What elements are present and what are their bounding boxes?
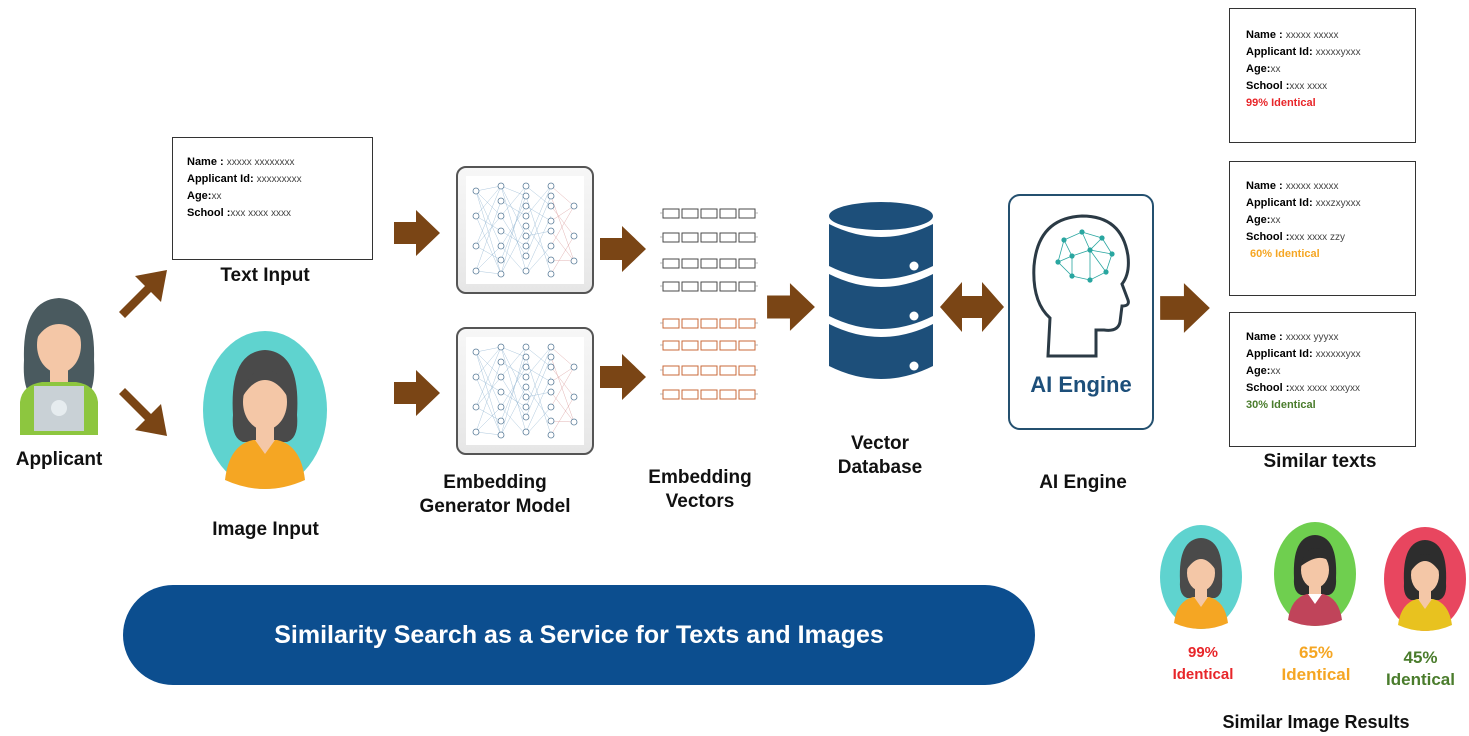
id-value: xxxxxyxxx <box>1315 47 1361 58</box>
arrow-ai-to-results <box>1160 283 1210 333</box>
text-input-school-value: xxx xxxx xxxx <box>230 208 291 219</box>
name-value: xxxxx xxxxx <box>1285 181 1339 192</box>
text-input-school-key: School : <box>187 207 231 219</box>
similar-texts-label: Similar texts <box>1263 451 1377 472</box>
result-avatar-1 <box>1160 525 1242 629</box>
key-label: School : <box>1246 231 1290 243</box>
neural-network-icon <box>466 337 584 445</box>
vector-database-label-line2: Database <box>837 457 923 478</box>
result-score-2-word: Identical <box>1281 665 1351 684</box>
similarity-score: 30% Identical <box>1246 399 1316 411</box>
arrow-model-to-vectors-top <box>600 226 646 272</box>
result-score-1-word: Identical <box>1172 666 1234 683</box>
similar-text-card-3: Name : xxxxx yyyxx Applicant Id: xxxxxxy… <box>1229 312 1416 447</box>
vector-database-label: Vector Database <box>820 432 940 480</box>
service-banner: Similarity Search as a Service for Texts… <box>123 585 1035 685</box>
name-value: xxxxx xxxxx <box>1285 30 1339 41</box>
id-value: xxxxxxyxx <box>1315 349 1361 360</box>
key-label: School : <box>1246 80 1290 92</box>
name-value: xxxxx yyyxx <box>1285 332 1339 343</box>
applicant-label: Applicant <box>15 449 103 470</box>
key-label: Name : <box>1246 29 1286 41</box>
image-input-avatar <box>203 331 327 489</box>
database-icon <box>829 202 933 379</box>
age-value: xx <box>1270 366 1281 377</box>
id-value: xxxzxyxxx <box>1315 198 1361 209</box>
key-label: Age: <box>1246 214 1271 226</box>
embedding-vectors-label-line1: Embedding <box>648 467 752 488</box>
similar-text-card-1: Name : xxxxx xxxxx Applicant Id: xxxxxyx… <box>1229 8 1416 143</box>
text-input-age-value: xx <box>211 191 222 202</box>
embedding-model-label: Embedding Generator Model <box>405 471 585 519</box>
result-avatar-2 <box>1274 522 1356 626</box>
text-input-card: Name : xxxxx xxxxxxxx Applicant Id: xxxx… <box>172 137 373 260</box>
text-input-id-key: Applicant Id: <box>187 173 257 185</box>
key-label: Applicant Id: <box>1246 197 1316 209</box>
key-label: School : <box>1246 382 1290 394</box>
embedding-model-top <box>456 166 594 294</box>
text-input-age-key: Age: <box>187 190 212 202</box>
result-score-3: 45% Identical <box>1372 647 1469 691</box>
school-value: xxx xxxx <box>1289 81 1328 92</box>
embedding-vectors-graphic <box>660 208 758 400</box>
key-label: Age: <box>1246 365 1271 377</box>
arrow-applicant-to-text <box>119 270 167 318</box>
text-input-name-value: xxxxx xxxxxxxx <box>226 157 295 168</box>
result-avatar-3 <box>1384 527 1466 631</box>
age-value: xx <box>1270 215 1281 226</box>
text-input-name-key: Name : <box>187 156 227 168</box>
key-label: Applicant Id: <box>1246 46 1316 58</box>
result-score-3-word: Identical <box>1386 670 1455 689</box>
similar-image-results-label: Similar Image Results <box>1222 712 1410 732</box>
result-score-1-pct: 99% <box>1187 644 1219 661</box>
embedding-model-label-line2: Generator Model <box>419 496 571 517</box>
school-value: xxx xxxx zzy <box>1289 232 1345 243</box>
text-input-label: Text Input <box>220 265 310 286</box>
key-label: Name : <box>1246 331 1286 343</box>
similarity-score: 60% Identical <box>1250 248 1320 260</box>
text-input-id-value: xxxxxxxxx <box>256 174 302 185</box>
ai-engine-badge: AI Engine <box>1030 372 1132 397</box>
result-score-2: 65% Identical <box>1266 642 1366 686</box>
key-label: Age: <box>1246 63 1271 75</box>
result-score-2-pct: 65% <box>1298 643 1334 662</box>
arrow-applicant-to-image <box>119 388 167 436</box>
neural-network-icon <box>466 176 584 284</box>
applicant-icon <box>20 298 98 435</box>
key-label: Name : <box>1246 180 1286 192</box>
similar-text-card-2: Name : xxxxx xxxxx Applicant Id: xxxzxyx… <box>1229 161 1416 296</box>
ai-engine-card: AI Engine <box>1008 194 1154 430</box>
embedding-vectors-label-line2: Vectors <box>665 491 735 512</box>
arrow-text-to-model <box>394 210 440 256</box>
embedding-model-bottom <box>456 327 594 455</box>
key-label: Applicant Id: <box>1246 348 1316 360</box>
bidirectional-arrow-icon <box>940 282 1004 332</box>
vector-database-label-line1: Vector <box>850 433 910 454</box>
ai-engine-label: AI Engine <box>1039 472 1127 493</box>
school-value: xxx xxxx xxxyxx <box>1289 383 1360 394</box>
embedding-model-label-line1: Embedding <box>443 472 547 493</box>
age-value: xx <box>1270 64 1281 75</box>
arrow-model-to-vectors-bottom <box>600 354 646 400</box>
result-score-3-pct: 45% <box>1403 648 1438 667</box>
ai-head-icon <box>1032 214 1130 358</box>
result-score-1: 99% Identical <box>1160 642 1246 686</box>
embedding-vectors-label: Embedding Vectors <box>640 466 760 514</box>
image-input-label: Image Input <box>212 519 319 540</box>
arrow-vectors-to-db <box>767 283 815 331</box>
similarity-score: 99% Identical <box>1246 97 1316 109</box>
arrow-image-to-model <box>394 370 440 416</box>
